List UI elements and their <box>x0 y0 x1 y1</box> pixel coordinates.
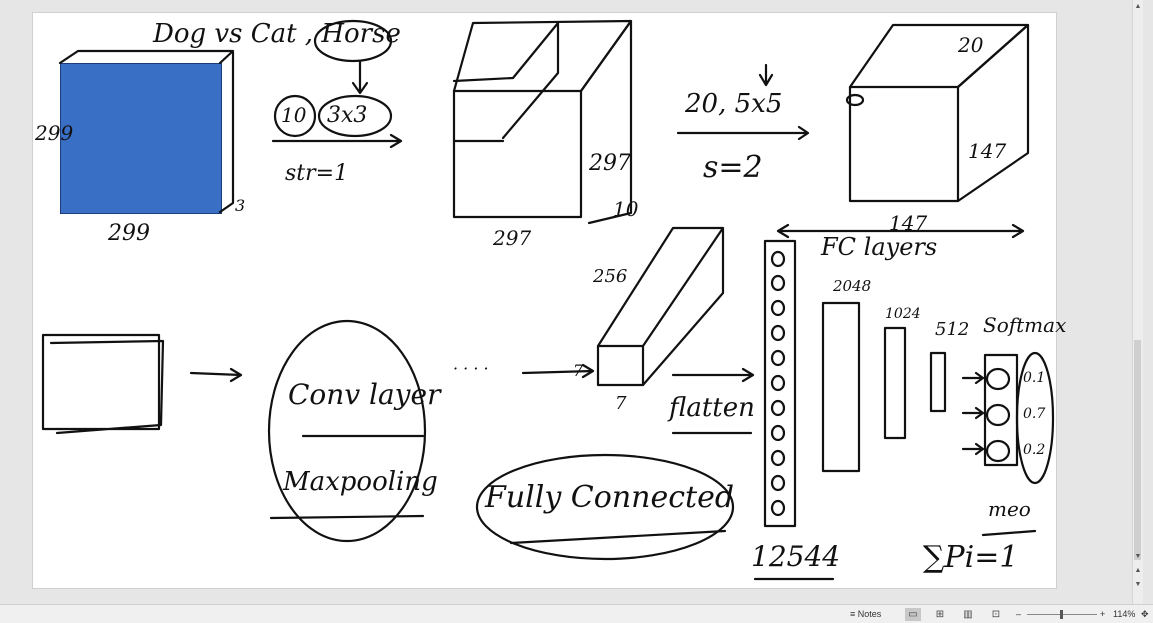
reading-view-icon[interactable]: ▥ <box>960 608 976 621</box>
cube2-top <box>850 25 1028 87</box>
cube1-front <box>454 91 581 217</box>
cube2-front <box>850 87 958 201</box>
notes-icon: ≡ <box>850 609 855 619</box>
fit-to-window-icon[interactable]: ✥ <box>1141 608 1149 621</box>
maxpool-underline <box>271 516 423 518</box>
cube1-side <box>581 21 631 223</box>
fc-512-column <box>931 353 945 411</box>
cube1-depth: 10 <box>613 199 638 219</box>
fc-2048-column <box>823 303 859 471</box>
fc-size-1024: 1024 <box>885 307 921 321</box>
conv1-filters: 10 <box>281 105 306 125</box>
normal-view-icon[interactable]: ▭ <box>905 608 921 621</box>
flatten-arrow <box>673 369 753 381</box>
conv-layer-label: Conv layer <box>288 381 440 409</box>
fc-underline <box>511 531 725 543</box>
prev-slide-icon[interactable]: ▲ <box>1133 566 1143 576</box>
cube1-height: 297 <box>589 153 631 175</box>
flatten-size: 12544 <box>751 543 840 571</box>
input-box-depth <box>60 51 233 212</box>
scroll-down-icon[interactable]: ▼ <box>1133 552 1143 562</box>
cube1-width: 297 <box>493 228 531 248</box>
conv1-stride: str=1 <box>285 163 348 185</box>
zoom-in-button[interactable]: + <box>1100 608 1105 621</box>
conv1-kernel: 3x3 <box>327 105 367 127</box>
flatten-label: flatten <box>669 395 755 421</box>
zoom-slider-thumb[interactable] <box>1060 610 1063 619</box>
block-height: 7 <box>573 363 583 379</box>
slideshow-icon[interactable]: ⊡ <box>988 608 1004 621</box>
input-depth-label: 3 <box>235 198 245 214</box>
softmax-label: Softmax <box>983 315 1066 335</box>
input-height-label: 299 <box>35 123 73 143</box>
slide[interactable]: Dog vs Cat , Horse 299 299 3 10 3x3 str=… <box>32 12 1057 589</box>
cube2-width: 147 <box>889 213 927 233</box>
output-note: meo <box>988 499 1031 519</box>
prob-2: 0.7 <box>1023 407 1045 421</box>
zoom-out-button[interactable]: – <box>1016 608 1021 621</box>
maxpooling-label: Maxpooling <box>283 469 438 495</box>
conv2-tick <box>760 65 772 85</box>
slide-sorter-icon[interactable]: ⊞ <box>932 608 948 621</box>
next-slide-icon[interactable]: ▼ <box>1133 580 1143 590</box>
fc-size-512: 512 <box>935 321 969 339</box>
conv-maxpool-ellipse <box>269 321 425 541</box>
notes-label: Notes <box>858 609 882 619</box>
sum-formula: ∑Pi=1 <box>923 543 1018 573</box>
fc-size-2048: 2048 <box>833 279 871 294</box>
prob-3: 0.2 <box>1023 443 1045 457</box>
cube2-height: 147 <box>968 141 1006 161</box>
block-width: 7 <box>615 395 626 413</box>
horse-arrow <box>353 61 367 93</box>
vertical-scrollbar[interactable]: ▲ ▼ ▲ ▼ <box>1132 0 1143 604</box>
flatten-column <box>765 241 795 526</box>
small-block <box>598 228 723 385</box>
block-depth: 256 <box>593 268 627 286</box>
zoom-level[interactable]: 114% <box>1113 608 1135 621</box>
prob-1: 0.1 <box>1023 371 1045 385</box>
status-bar: ≡ Notes ▭ ⊞ ▥ ⊡ – + 114% ✥ <box>0 604 1153 623</box>
fully-connected-label: Fully Connected <box>485 483 734 513</box>
dots: · · · · <box>453 361 489 377</box>
title-text: Dog vs Cat , Horse <box>153 21 401 47</box>
fc-layers-title: FC layers <box>821 235 937 259</box>
input-width-label: 299 <box>108 223 150 245</box>
meo-underline <box>983 531 1035 535</box>
cube2-depth: 20 <box>958 35 983 55</box>
fc-1024-column <box>885 328 905 438</box>
cube1-inner <box>454 23 558 141</box>
scroll-thumb[interactable] <box>1134 340 1141 560</box>
notes-button[interactable]: ≡ Notes <box>850 608 881 621</box>
conv2-stride: s=2 <box>703 153 763 183</box>
slide-canvas-area: Dog vs Cat , Horse 299 299 3 10 3x3 str=… <box>0 0 1143 604</box>
bottom-left-box <box>43 335 163 433</box>
scroll-up-icon[interactable]: ▲ <box>1133 2 1143 12</box>
bottom-left-arrow <box>191 369 241 381</box>
conv2-arrow <box>678 127 808 139</box>
conv2-spec: 20, 5x5 <box>685 91 782 117</box>
